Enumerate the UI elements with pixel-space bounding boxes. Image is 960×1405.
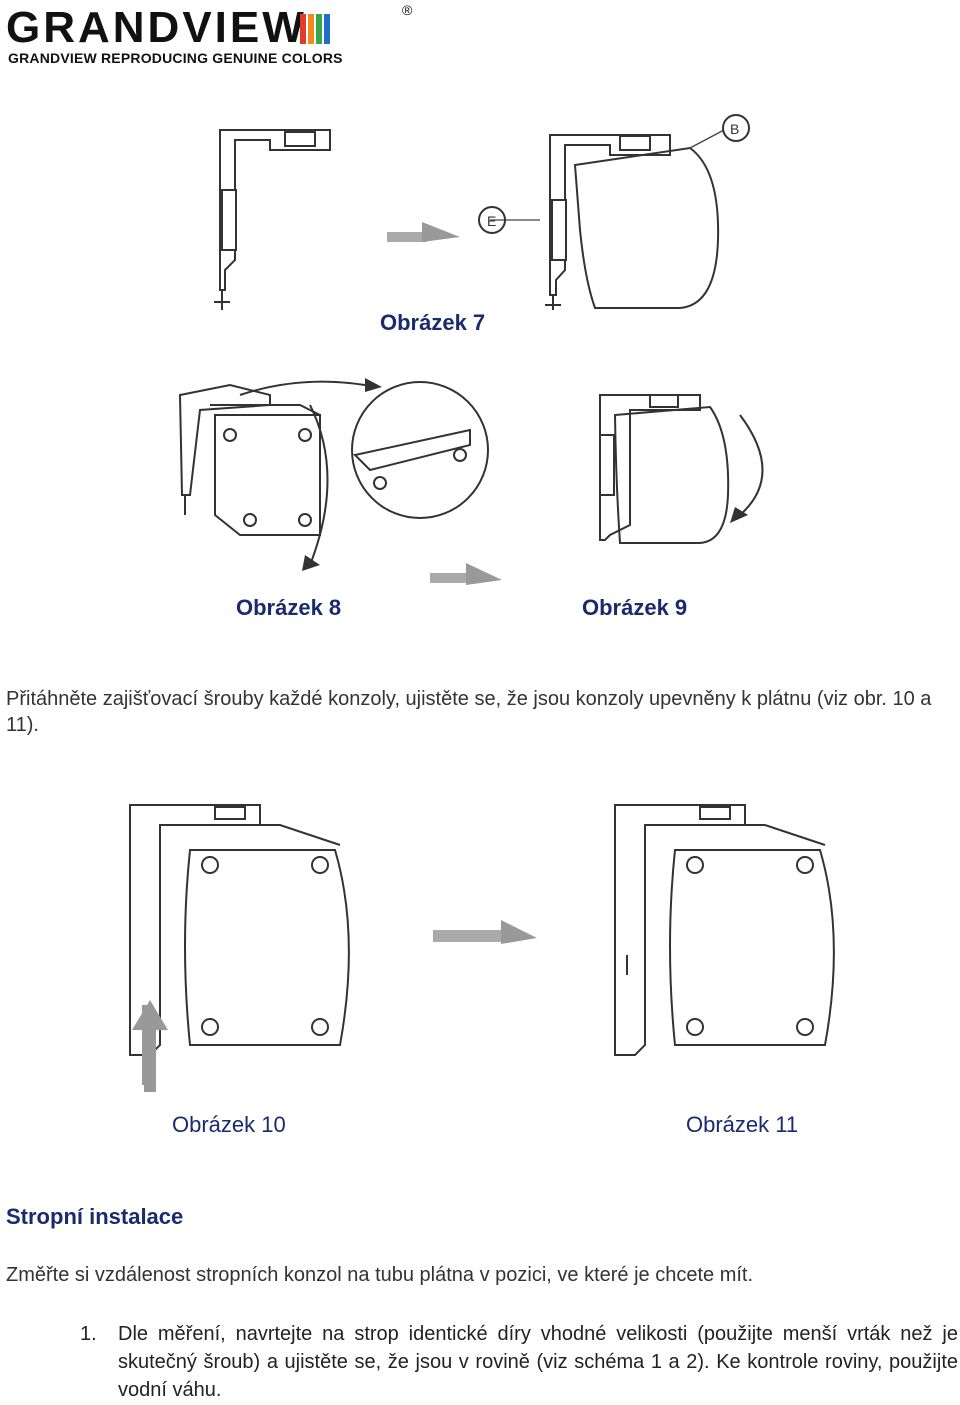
figure-8-illustration <box>178 378 502 585</box>
figure-9-caption: Obrázek 9 <box>582 595 688 620</box>
figure-11-illustration <box>614 804 835 1056</box>
arrow-up-large-icon <box>132 1000 168 1092</box>
arrow-right-icon <box>433 920 537 944</box>
registered-mark: ® <box>402 2 413 18</box>
section-heading: Stropní instalace <box>6 1204 184 1229</box>
brand-logo: GRANDVIEW <box>6 3 307 52</box>
figure-7-illustration: E B <box>214 114 750 310</box>
figure-7-caption: Obrázek 7 <box>380 310 486 335</box>
callout-b: B <box>730 121 739 137</box>
figure-11-caption: Obrázek 11 <box>686 1112 799 1137</box>
callout-e: E <box>487 213 496 229</box>
figure-8-caption: Obrázek 8 <box>236 595 342 620</box>
arrow-right-icon <box>430 563 502 585</box>
measure-intro: Změřte si vzdálenost stropních konzol na… <box>6 1264 754 1286</box>
brand-tagline: GRANDVIEW REPRODUCING GENUINE COLORS <box>8 50 343 66</box>
instruction-paragraph: Přitáhněte zajišťovací šrouby každé konz… <box>6 688 932 736</box>
step-number: 1. <box>80 1323 97 1345</box>
logo-color-bars <box>300 14 330 44</box>
figure-9-illustration <box>599 394 764 544</box>
step-1-text: Dle měření, navrtejte na strop identické… <box>118 1323 958 1401</box>
figure-10-caption: Obrázek 10 <box>172 1112 286 1137</box>
arrow-right-icon <box>387 222 460 242</box>
